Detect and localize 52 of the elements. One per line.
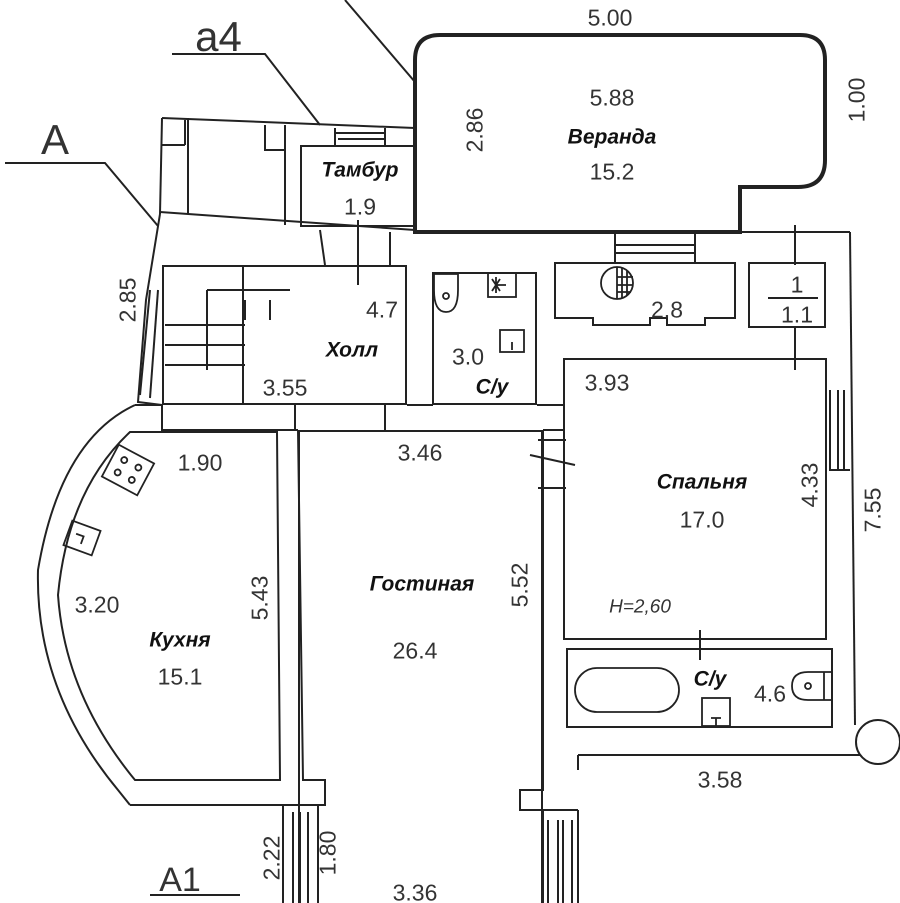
area-value: 15.2 — [590, 160, 634, 184]
room — [566, 648, 833, 728]
section-label: A — [5, 116, 105, 164]
area-value: 1.9 — [344, 196, 376, 218]
room — [300, 145, 415, 227]
room — [415, 35, 825, 232]
dimension-label: 4.33 — [798, 462, 822, 508]
dimension-label: 5.88 — [590, 86, 634, 110]
room — [162, 265, 407, 405]
dimension-label: 3.93 — [584, 372, 630, 394]
room-name: Кухня — [149, 630, 211, 650]
dimension-label: 3.46 — [398, 442, 442, 464]
dimension-label: 5.43 — [248, 576, 272, 620]
dimension-label: 2.22 — [260, 836, 284, 880]
room-name: С/у — [476, 376, 508, 398]
area-value: 1 — [790, 274, 804, 296]
leader-line — [5, 162, 159, 227]
room — [748, 262, 826, 328]
dimension-label: 2.86 — [464, 108, 486, 152]
section-label: A1 — [159, 863, 201, 897]
area-value: 4.7 — [366, 298, 398, 322]
leader-line — [344, 0, 416, 83]
leader-line — [172, 53, 321, 126]
area-value: 17.0 — [680, 508, 724, 532]
room-name: Спальня — [656, 472, 748, 492]
dimension-label: 5.00 — [588, 6, 632, 30]
dimension-label: 3.20 — [74, 594, 120, 616]
dimension-label: 2.85 — [116, 278, 140, 322]
section-label: a4 — [172, 20, 265, 54]
room — [563, 358, 827, 640]
area-value: 15.1 — [158, 666, 202, 688]
dimension-label: 1.90 — [178, 452, 222, 474]
dimension-label: 3.58 — [698, 768, 742, 792]
dimension-label: 3.55 — [262, 376, 308, 400]
dimension-label: 7.55 — [862, 488, 884, 532]
area-value: 3.0 — [452, 346, 484, 368]
dimension-label: 3.36 — [392, 882, 438, 903]
room-name: Гостиная — [370, 574, 474, 594]
dimension-label: 1.80 — [316, 830, 340, 876]
dimension-label: 5.52 — [508, 562, 532, 608]
dimension-label: 1.00 — [846, 78, 868, 122]
area-value: 4.6 — [754, 682, 786, 706]
room — [298, 430, 543, 903]
room-name: Веранда — [568, 126, 656, 148]
area-value: 2.8 — [651, 298, 683, 322]
room-name: Тамбур — [321, 160, 399, 180]
area-value: 1.1 — [781, 304, 813, 326]
room — [432, 272, 537, 405]
room-name: С/у — [694, 668, 726, 690]
area-value: 26.4 — [392, 640, 438, 662]
room-name: Холл — [326, 340, 378, 360]
ceiling-height-note: H=2,60 — [609, 598, 671, 616]
